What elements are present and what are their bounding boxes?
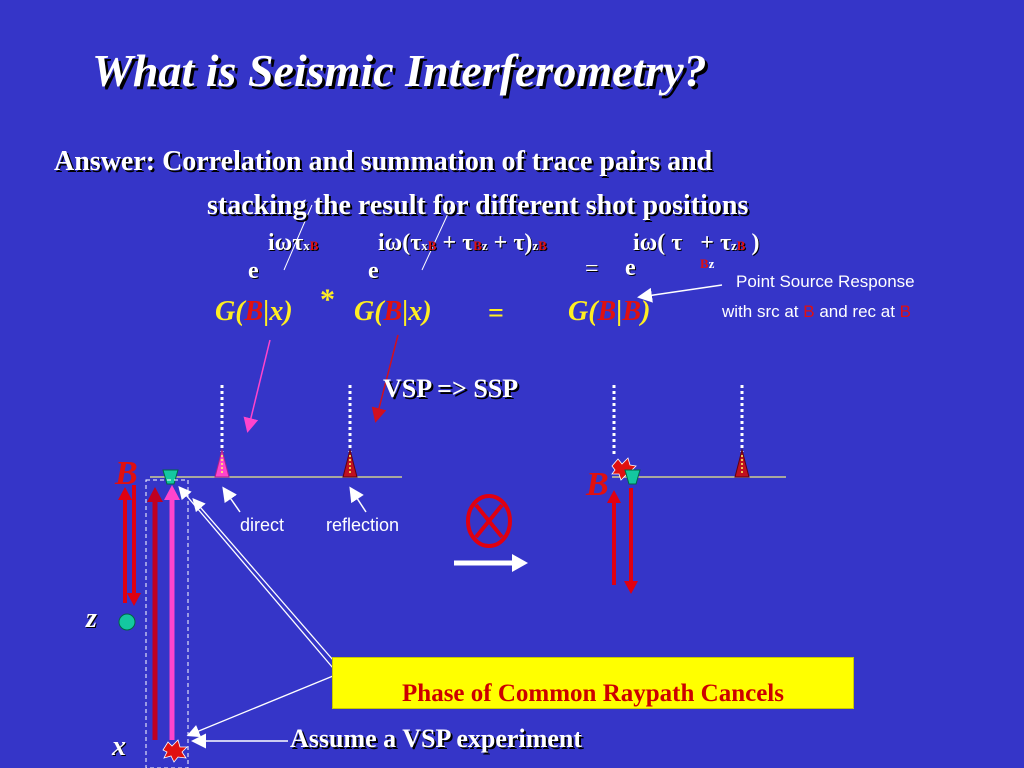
slide-title: What is Seismic Interferometry?: [92, 45, 707, 96]
correlation-operator-icon: [466, 494, 512, 548]
green-fn-2: G(B|x): [354, 296, 432, 327]
exponent-3: iω( τ + τzB ): [633, 230, 760, 256]
e-base-3: e: [625, 255, 636, 281]
banner-pointer-1: [192, 498, 334, 661]
banner-text: Phase of Common Raypath Cancels: [402, 680, 784, 707]
assume-text: Assume a VSP experiment: [290, 724, 583, 753]
cancel-slash-1: [283, 204, 313, 271]
banner-box: Phase of Common Raypath Cancels: [332, 657, 854, 709]
label-z: z: [86, 603, 97, 634]
direct-pointer: [222, 486, 241, 513]
e-base-2: e: [368, 258, 379, 284]
reflection-pointer: [349, 486, 367, 513]
label-B-right: B: [586, 466, 609, 503]
exponent-2: iω(τxB + τBz + τ)zB: [378, 230, 547, 256]
answer-line-1: Answer: Correlation and summation of tra…: [54, 146, 713, 177]
label-B-left: B: [115, 455, 138, 492]
equals-sign-2: =: [488, 298, 504, 329]
pointer-red: [371, 334, 399, 423]
receiver-z: [118, 613, 136, 631]
conjugate-star: *: [320, 283, 335, 316]
banner-pointer-2: [178, 486, 334, 669]
direct-label: direct: [240, 515, 285, 535]
e-base-1: e: [248, 258, 259, 284]
vsp-to-ssp: VSP => SSP: [383, 374, 519, 403]
receiver-teal-left: [162, 469, 179, 485]
answer-line-2: stacking the result for different shot p…: [207, 190, 749, 221]
equals-sign-1: =: [585, 256, 599, 282]
cancel-slash-2: [421, 204, 453, 271]
exponent-3-sub: Bz: [700, 256, 715, 271]
pointer-magenta: [243, 339, 271, 433]
note-line-2: with src at B and rec at B: [722, 302, 911, 321]
label-x: x: [112, 731, 126, 762]
exponent-1: iωτxB: [268, 230, 319, 256]
source-x: [162, 739, 188, 763]
note-line-1: Point Source Response: [736, 272, 915, 291]
green-fn-result: G(B|B): [568, 296, 651, 327]
pointer-note: [637, 284, 723, 303]
green-fn-conj: G(B|x): [215, 296, 293, 327]
borehole: [145, 479, 189, 768]
banner-pointer-3: [186, 675, 334, 738]
receiver-teal-right: [624, 469, 641, 485]
reflection-label: reflection: [326, 515, 400, 535]
